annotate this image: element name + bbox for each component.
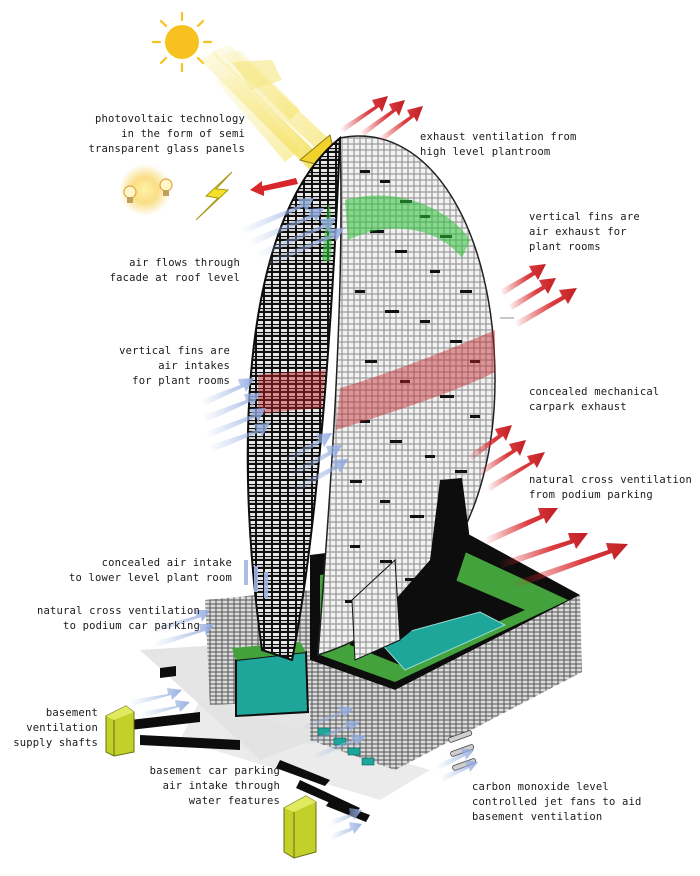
tower-core [351, 478, 470, 661]
intake-arrows [130, 198, 478, 840]
exhaust-arrows [340, 96, 628, 588]
light-bulb-icon [119, 164, 173, 216]
basement-ducts [130, 712, 370, 822]
lightning-bolt-icon [195, 171, 233, 221]
sun-icon [151, 11, 213, 73]
ventilation-shaft-left [105, 705, 135, 757]
red-arrow-to-bulbs [250, 178, 298, 196]
tower-leaf [246, 135, 342, 662]
sun-rays [200, 45, 330, 170]
ventilation-shaft-bottom [283, 795, 317, 859]
